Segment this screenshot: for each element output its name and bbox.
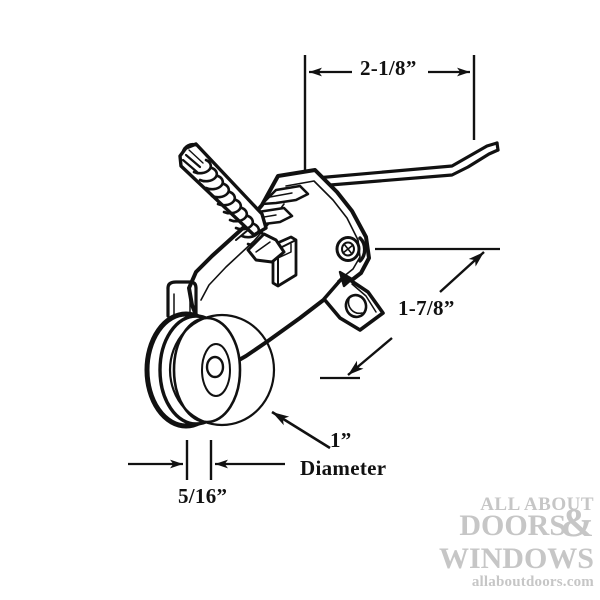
- dimension-label-right: 1-7/8”: [398, 296, 455, 320]
- brand-watermark: ALL ABOUT DOORS & WINDOWS allaboutdoors.…: [398, 494, 594, 590]
- spring-seat: [246, 232, 286, 264]
- dimension-bottom: [128, 440, 285, 480]
- spring-arm-part: [314, 141, 500, 188]
- watermark-line-all-about: ALL ABOUT: [480, 494, 594, 515]
- watermark-ampersand: &: [560, 499, 594, 545]
- watermark-domain: allaboutdoors.com: [471, 573, 594, 590]
- dimension-label-diameter-value: 1”: [330, 428, 352, 452]
- tension-spring: [192, 158, 267, 247]
- dimension-label-diameter-word: Diameter: [300, 456, 387, 480]
- roller-wheel: [144, 311, 276, 429]
- dimension-label-top: 2-1/8”: [360, 56, 417, 80]
- dimension-right: [320, 247, 500, 380]
- housing-rivet: [335, 236, 367, 263]
- dimension-top: [303, 55, 476, 172]
- watermark-line-windows: WINDOWS: [438, 541, 594, 575]
- watermark-line-doors: DOORS: [459, 508, 566, 542]
- dimension-label-bottom: 5/16”: [178, 484, 228, 508]
- watermark-mid-row: DOORS &: [398, 502, 594, 544]
- mounting-bracket: [322, 270, 385, 332]
- dimension-diameter: [271, 410, 331, 450]
- roller-assembly-artwork: [144, 141, 500, 429]
